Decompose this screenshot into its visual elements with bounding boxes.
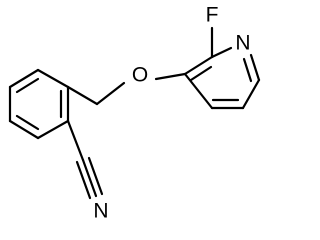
pyridine-bond-c2-n [210,46,233,59]
benzene-bond-top [8,68,40,89]
pyridine-bond-c6-c5 [241,78,261,110]
ether-oxygen-label: O [132,64,148,87]
benzene-bond-top-double [15,77,40,94]
pyridine-ring [183,46,261,110]
nitrile-carbon-bond [66,119,85,162]
methylene-oxygen-bond [95,81,126,106]
pyridine-bond-n-c6-double [242,57,253,83]
benzene-bond-bottom-left-double [15,114,40,131]
nitrile-group [66,119,104,200]
nitrile-triple-bond-right [87,156,104,196]
pyridine-bond-c2-c3 [183,55,214,76]
benzene-bond-bottom-right [36,119,70,140]
chemical-structure-diagram: F N O N [8,4,261,223]
benzene-bond-top-right [36,68,70,89]
nitrile-triple-bond-left [75,160,92,200]
pyridine-bond-n-c6 [249,53,261,82]
nitrile-triple-bond-center [81,158,98,198]
benzene-bond-bottom-left [8,119,40,140]
methylene-bond [66,85,99,106]
pyridine-nitrogen-label: N [235,32,250,55]
nitrile-nitrogen-label: N [93,200,108,223]
benzene-ring [8,68,70,140]
pyridine-bond-c4-c3 [183,72,214,110]
fluorine-atom-label: F [206,4,219,27]
oxygen-pyridine-bond [154,72,187,81]
pyridine-bond-c2-c3-double [189,65,213,82]
